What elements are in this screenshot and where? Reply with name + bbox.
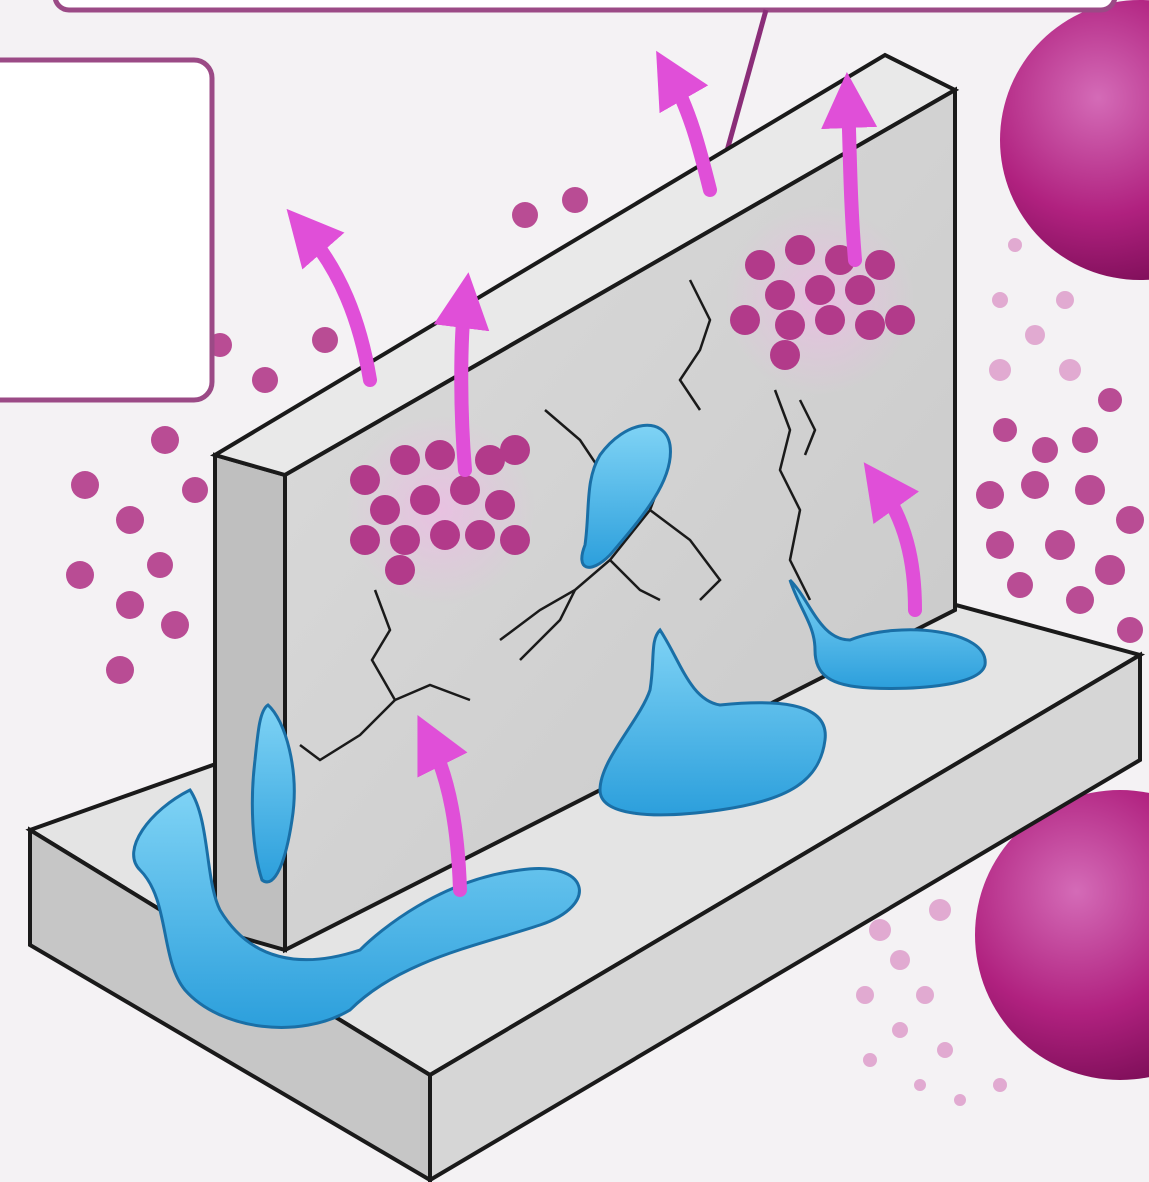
particle-dot [993, 1078, 1007, 1092]
salt-particle [350, 525, 380, 555]
particle-dot [151, 426, 179, 454]
particle-dot [1025, 325, 1045, 345]
particle-dot [312, 327, 338, 353]
particle-dot [182, 477, 208, 503]
salt-particle [815, 305, 845, 335]
sphere-top-right [1000, 0, 1149, 280]
particle-dot [161, 611, 189, 639]
salt-particle [465, 520, 495, 550]
particle-dot [71, 471, 99, 499]
salt-particle [485, 490, 515, 520]
salt-particle [785, 235, 815, 265]
salt-particle [390, 525, 420, 555]
salt-particle [350, 465, 380, 495]
particle-dot [863, 1053, 877, 1067]
callout-box-top [55, 0, 1115, 10]
particle-dot [1045, 530, 1075, 560]
particle-dot [1056, 291, 1074, 309]
particle-dot [1095, 555, 1125, 585]
salt-particle [770, 340, 800, 370]
salt-particle [845, 275, 875, 305]
evaporation-arrow-icon [461, 300, 465, 470]
salt-particle [385, 555, 415, 585]
particle-dot [929, 899, 951, 921]
particle-dot [890, 950, 910, 970]
particle-dot [512, 202, 538, 228]
callout-box-left [0, 60, 212, 400]
salt-particle [765, 280, 795, 310]
salt-particle [745, 250, 775, 280]
salt-particle [885, 305, 915, 335]
evaporation-arrow-icon [848, 100, 855, 260]
particle-dot [1032, 437, 1058, 463]
particle-dot [992, 292, 1008, 308]
salt-particle [425, 440, 455, 470]
particle-dot [1008, 238, 1022, 252]
particle-dot [869, 919, 891, 941]
particle-dot [1072, 427, 1098, 453]
salt-particle [430, 520, 460, 550]
particle-dot [916, 986, 934, 1004]
salt-particle [855, 310, 885, 340]
particle-dot [954, 1094, 966, 1106]
particle-dot [106, 656, 134, 684]
particle-dot [914, 1079, 926, 1091]
salt-particle [775, 310, 805, 340]
salt-particle [730, 305, 760, 335]
particle-dot [116, 591, 144, 619]
particle-dot [1075, 475, 1105, 505]
particle-dot [252, 367, 278, 393]
particle-dot [892, 1022, 908, 1038]
salt-particle [410, 485, 440, 515]
particle-dot [1059, 359, 1081, 381]
salt-particle [500, 525, 530, 555]
salt-particle [390, 445, 420, 475]
particle-dot [1116, 506, 1144, 534]
evaporation-arrow-icon [305, 230, 370, 380]
particle-dot [116, 506, 144, 534]
salt-particle [865, 250, 895, 280]
particle-dot [562, 187, 588, 213]
salt-particle [805, 275, 835, 305]
salt-particle [450, 475, 480, 505]
particle-dot [66, 561, 94, 589]
salt-particle [370, 495, 400, 525]
particle-dot [1021, 471, 1049, 499]
particle-dot [1007, 572, 1033, 598]
particle-dot [976, 481, 1004, 509]
salt-particle [500, 435, 530, 465]
particle-dot [1066, 586, 1094, 614]
particle-dot [147, 552, 173, 578]
particle-dot [989, 359, 1011, 381]
particle-dot [937, 1042, 953, 1058]
particle-dot [856, 986, 874, 1004]
particle-dot [1098, 388, 1122, 412]
particle-dot [986, 531, 1014, 559]
particle-dot [1117, 617, 1143, 643]
particle-dot [993, 418, 1017, 442]
